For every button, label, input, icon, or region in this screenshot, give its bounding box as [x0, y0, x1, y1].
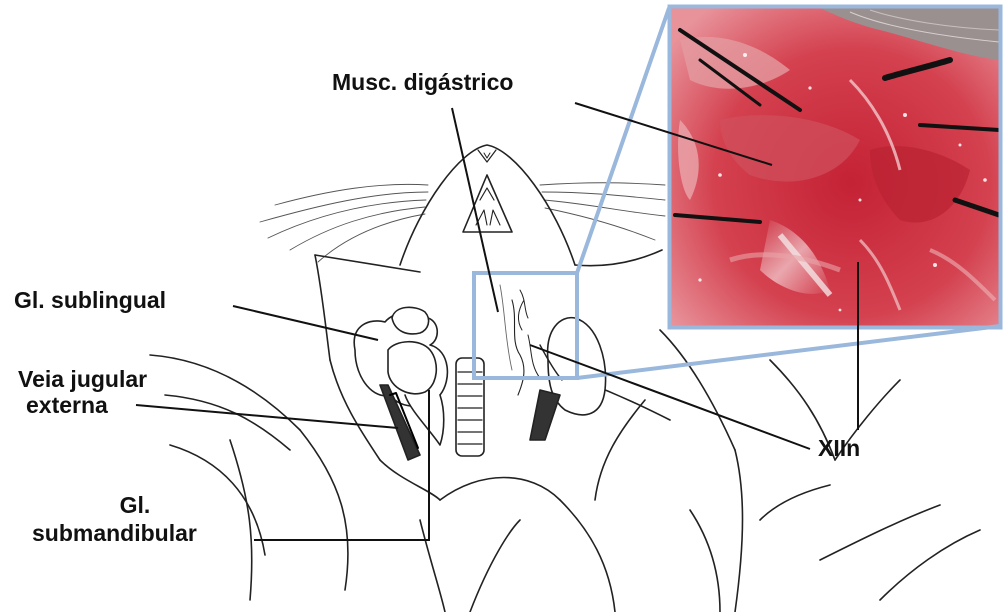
label-jugular-line1: Veia jugular: [18, 367, 147, 392]
label-submandibular-line1: Gl.: [105, 493, 165, 518]
label-jugular-line2: externa: [26, 393, 108, 418]
label-sublingual: Gl. sublingual: [14, 288, 166, 313]
label-hypoglossal: XIIn: [818, 436, 860, 461]
leader-jugular: [136, 405, 398, 428]
trachea: [456, 358, 484, 456]
label-submandibular-line2: submandibular: [32, 521, 197, 546]
leader-sublingual: [233, 306, 378, 340]
vessel-right: [530, 390, 560, 440]
label-digastric: Musc. digástrico: [332, 70, 513, 95]
incisors: [463, 175, 512, 232]
whiskers-right: [540, 183, 665, 240]
whiskers-left: [260, 184, 428, 262]
photo-inset: [670, 7, 1001, 328]
